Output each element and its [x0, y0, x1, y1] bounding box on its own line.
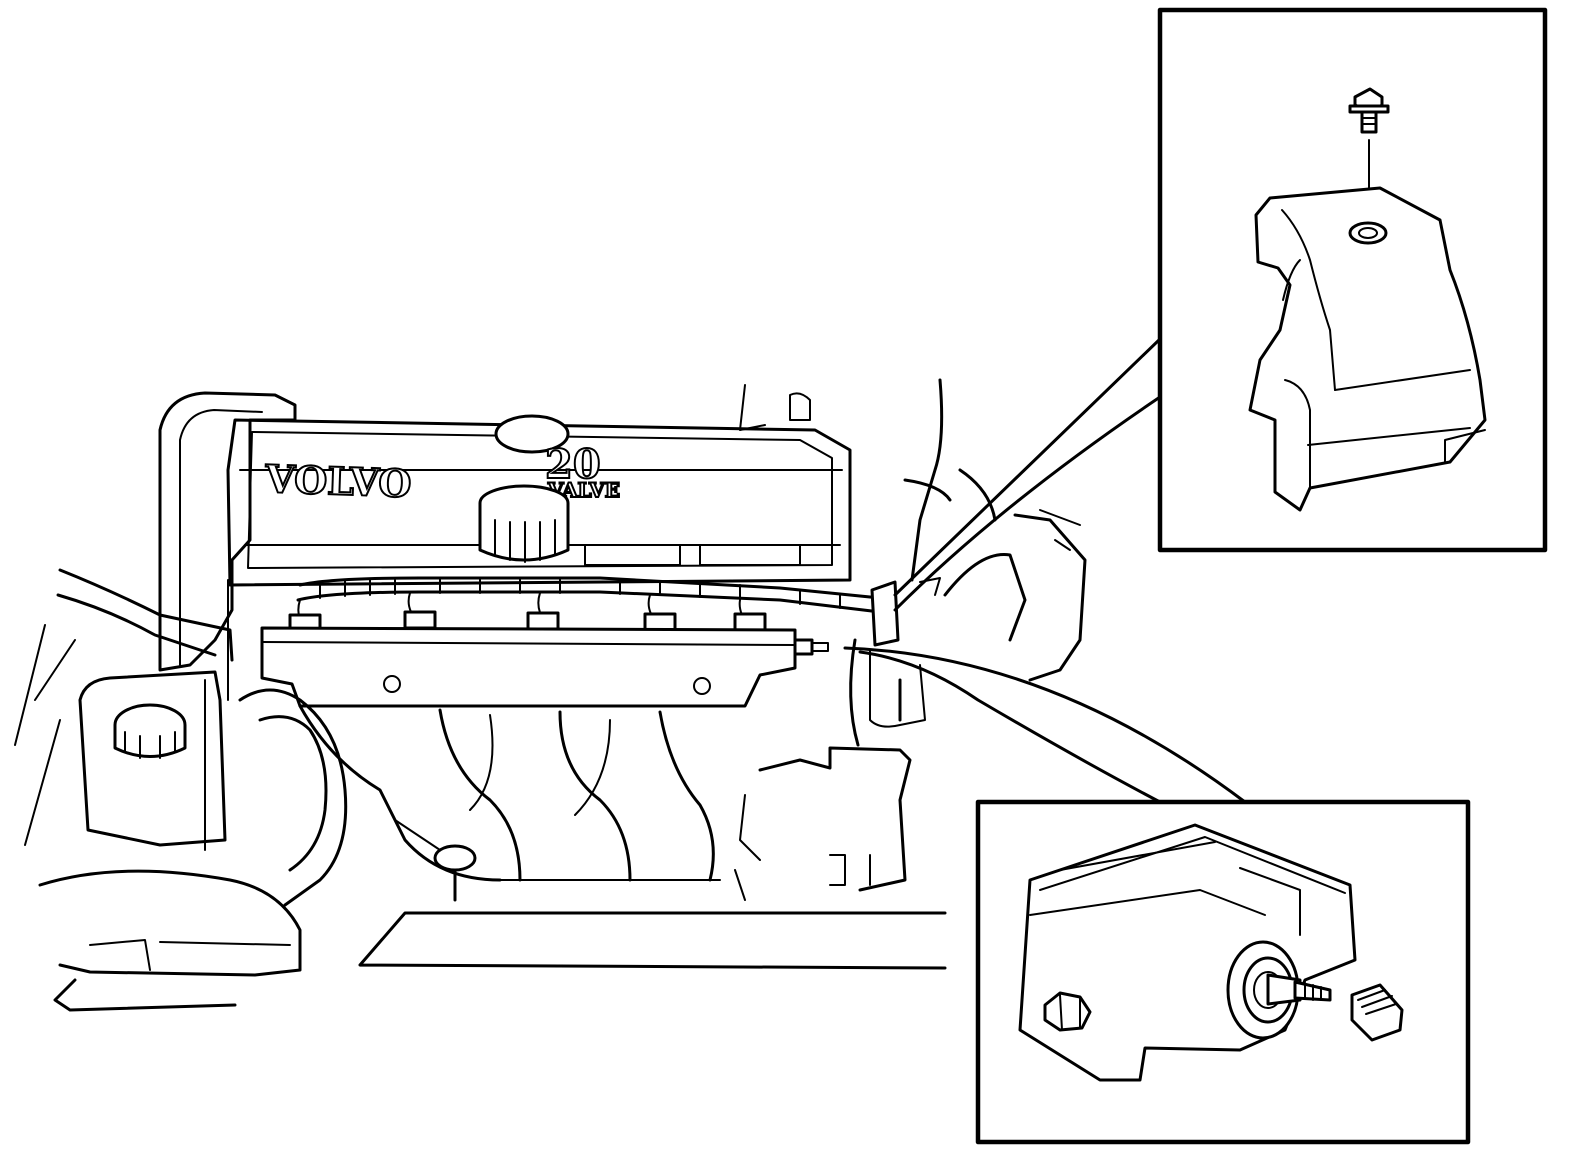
- leader-valve-lower: [858, 650, 1162, 804]
- leader-clip-outer: [893, 337, 1162, 597]
- valve-detail-panel: [975, 799, 1471, 1145]
- valve-detail-frame: [975, 799, 1471, 1145]
- intake-manifold: [298, 704, 721, 882]
- valve-cover: VOLVO 20 VALVE: [226, 414, 852, 587]
- leader-valve-upper: [843, 646, 1247, 804]
- front-crossmember: [358, 911, 947, 970]
- logo-brand: VOLVO: [264, 456, 413, 506]
- strut-tower: [38, 869, 302, 977]
- breather-hose-2: [56, 593, 217, 657]
- harness-clip: [870, 580, 900, 647]
- clip-detail-panel: [1157, 7, 1548, 553]
- strut-tower-rim: [89, 939, 291, 971]
- service-valve-stem: [1266, 973, 1332, 1006]
- dipstick-handle: [394, 819, 477, 902]
- clip-detail-frame: [1157, 7, 1548, 553]
- oil-filler-cap: [478, 484, 570, 563]
- timing-belt-cover: [158, 391, 297, 672]
- timing-cover-edge: [179, 409, 263, 666]
- right-side-components: [734, 378, 1087, 901]
- wiring-harness: [288, 576, 882, 633]
- engine-block-left: [14, 624, 76, 846]
- rail-section: [1018, 823, 1357, 1082]
- engine-bay: VOLVO 20 VALVE: [14, 378, 1087, 1012]
- service-valve-cap: [1350, 983, 1404, 1042]
- engine-block-mid: [204, 579, 229, 851]
- fuel-rail: [260, 626, 829, 708]
- engine-logo: VOLVO 20 VALVE: [263, 440, 621, 507]
- leader-lines: [843, 337, 1247, 804]
- radiator-hose: [238, 688, 348, 907]
- coolant-reservoir: [78, 670, 227, 847]
- logo-number: 20: [545, 441, 601, 488]
- breather-hose: [58, 568, 234, 662]
- leader-clip-inner: [893, 395, 1162, 612]
- radiator-hose-inner: [258, 715, 328, 872]
- clip-body: [1248, 186, 1487, 512]
- battery-edge: [53, 978, 237, 1012]
